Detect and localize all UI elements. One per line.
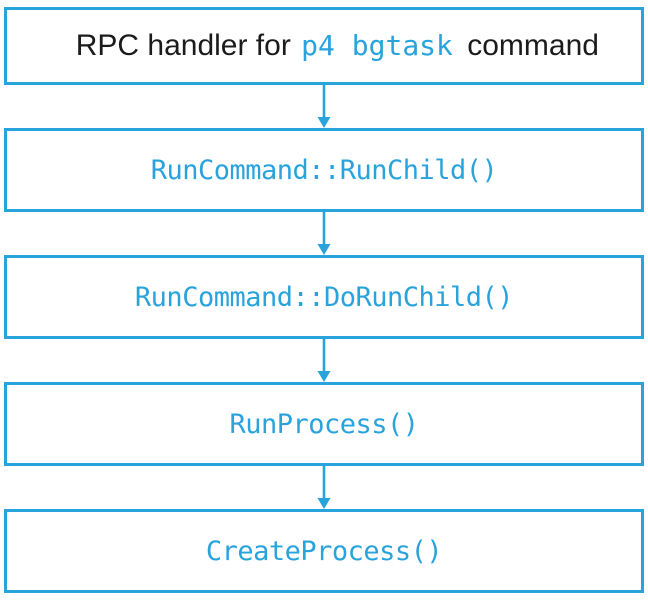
flowchart-node-rpc-handler: RPC handler for p4 bgtask command: [4, 7, 644, 85]
node-label: RunCommand::RunChild(): [150, 154, 498, 186]
node-text-before: RPC handler for: [75, 29, 291, 62]
flowchart-node-dorunchild: RunCommand::DoRunChild(): [4, 255, 644, 339]
flowchart-node-runprocess: RunProcess(): [4, 382, 644, 466]
node-text-after: command: [467, 29, 599, 62]
node-label: RunCommand::DoRunChild(): [134, 281, 514, 313]
flowchart-node-runchild: RunCommand::RunChild(): [4, 128, 644, 212]
space: [291, 29, 299, 62]
node-label: CreateProcess(): [205, 535, 443, 567]
arrow-down-icon: [4, 212, 644, 255]
arrow-down-icon: [4, 85, 644, 128]
flowchart-node-createprocess: CreateProcess(): [4, 509, 644, 593]
arrow-down-icon: [4, 466, 644, 509]
node-label: RunProcess(): [229, 408, 419, 440]
arrow-down-icon: [4, 339, 644, 382]
space: [459, 29, 467, 62]
inline-code-p4-bgtask: p4 bgtask: [301, 29, 453, 62]
